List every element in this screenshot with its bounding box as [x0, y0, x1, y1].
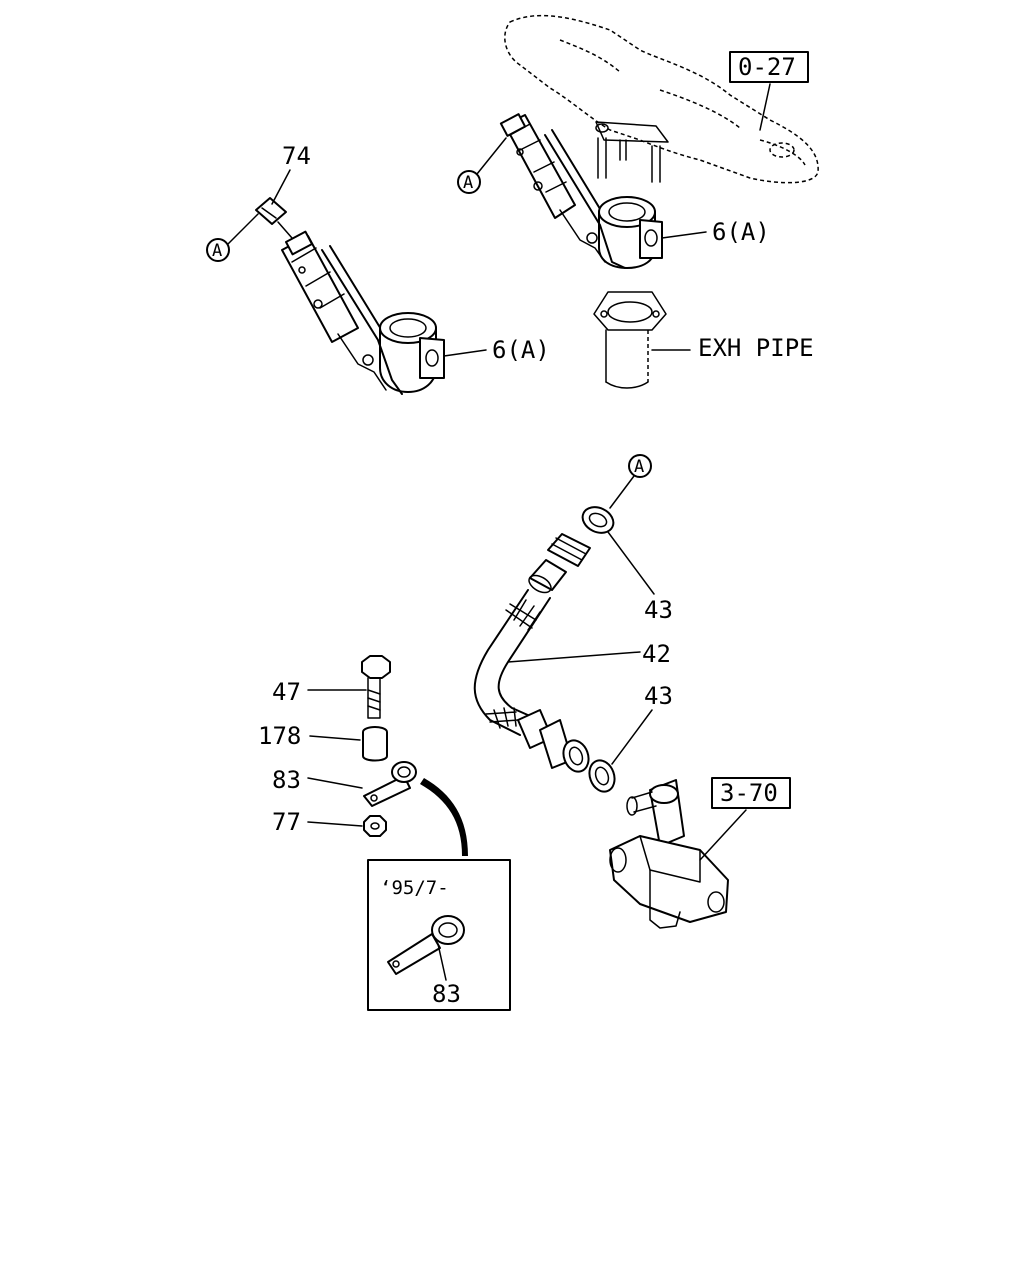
svg-text:A: A — [634, 457, 644, 477]
callout-77: 77 — [272, 808, 301, 836]
svg-text:A: A — [212, 241, 222, 261]
callout-6a-lower: 6(A) — [492, 336, 550, 364]
callout-47: 47 — [272, 678, 301, 706]
valve-block — [609, 779, 747, 929]
spacer-178 — [309, 726, 388, 762]
exhaust-brake-valve-lower — [255, 197, 487, 395]
exhaust-brake-valve-upper — [499, 113, 707, 269]
nut-77 — [307, 815, 387, 837]
exhaust-pipe — [593, 291, 691, 389]
callout-43-upper: 43 — [644, 596, 673, 624]
marker-a-hose: A — [609, 454, 652, 509]
callout-74: 74 — [282, 142, 311, 170]
flexible-hose — [473, 533, 641, 773]
inset-date-label: ‘95/7- — [380, 877, 449, 899]
inset-pointer-arrow — [420, 778, 468, 856]
inset-callout-83: 83 — [432, 980, 461, 1008]
svg-text:A: A — [463, 173, 473, 193]
reference-label-0-27: 0-27 — [738, 53, 796, 81]
label-exh-pipe: EXH PIPE — [698, 334, 814, 362]
callout-43-lower: 43 — [644, 682, 673, 710]
callout-42: 42 — [642, 640, 671, 668]
callout-83: 83 — [272, 766, 301, 794]
seal-43-lower — [588, 709, 653, 793]
callout-178: 178 — [258, 722, 301, 750]
marker-a-upper: A — [457, 137, 507, 194]
reference-box-3-70[interactable]: 3-70 — [711, 777, 791, 809]
clip-83 — [307, 761, 417, 807]
callout-6a-upper: 6(A) — [712, 218, 770, 246]
inset-box: ‘95/7- 83 — [367, 859, 511, 1011]
marker-a-left: A — [206, 213, 259, 262]
reference-label-3-70: 3-70 — [720, 779, 778, 807]
exhaust-manifold — [504, 14, 819, 184]
reference-box-0-27[interactable]: 0-27 — [729, 51, 809, 131]
callout-74-group: 74 — [271, 142, 311, 205]
bolt-47 — [307, 655, 391, 719]
seal-43-upper — [581, 506, 655, 595]
